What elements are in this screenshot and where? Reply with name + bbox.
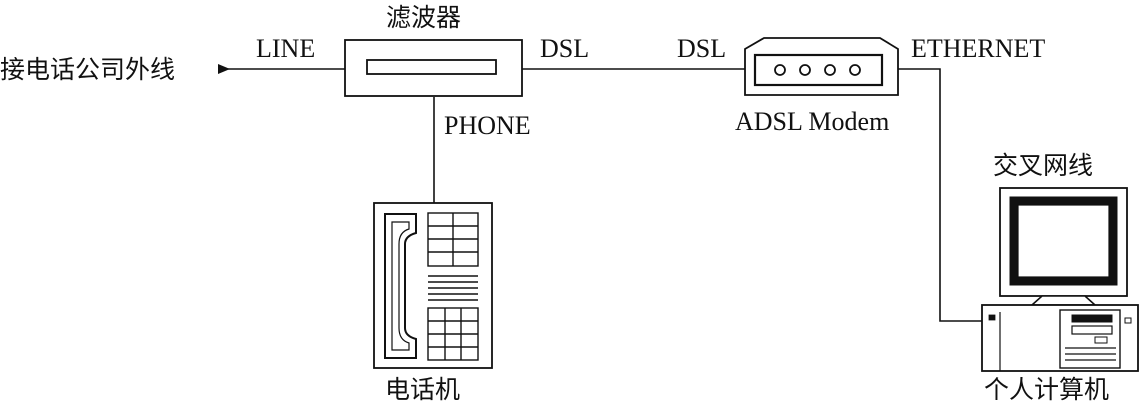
crossover-cable-line — [898, 68, 982, 322]
ethernet-port-label: ETHERNET — [911, 34, 1046, 63]
modem-led-icon — [824, 64, 836, 76]
computer-icon — [981, 187, 1139, 372]
crossover-cable-label: 交叉网线 — [993, 151, 1094, 180]
telephone-icon — [373, 202, 493, 369]
line-port-label: LINE — [256, 34, 316, 63]
phone-port-label: PHONE — [444, 111, 531, 140]
filter-device — [344, 39, 523, 97]
modem-led-icon — [799, 64, 811, 76]
outside-line-label: 接电话公司外线 — [0, 55, 176, 84]
modem-label: ADSL Modem — [735, 107, 890, 136]
dsl-port-label-filter: DSL — [540, 34, 590, 63]
modem-led-icon — [849, 64, 861, 76]
connection-lines — [218, 64, 982, 322]
modem-led-icon — [774, 64, 786, 76]
computer-label: 个人计算机 — [984, 375, 1110, 404]
filter-label: 滤波器 — [386, 3, 462, 32]
adsl-modem-device — [744, 37, 899, 96]
telephone-label: 电话机 — [385, 375, 461, 404]
dsl-port-label-modem: DSL — [677, 34, 727, 63]
